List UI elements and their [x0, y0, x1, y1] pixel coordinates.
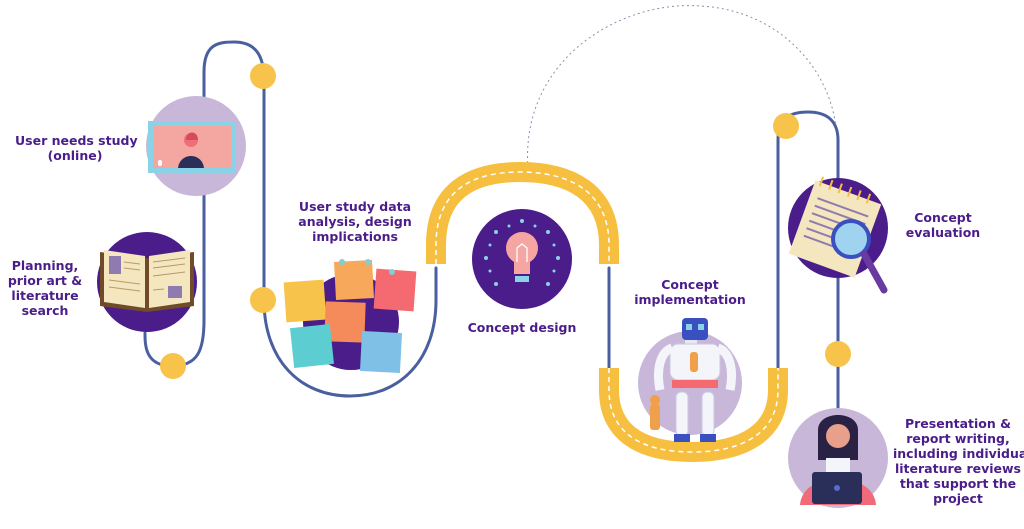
concept-implementation-u: [599, 368, 788, 463]
sticky-notes-icon: [283, 259, 417, 374]
label-user-needs: User needs study(online): [15, 133, 138, 163]
laptop-person-icon: [788, 408, 888, 508]
magnifier-notepad-icon: [788, 176, 888, 294]
node-4: [773, 113, 799, 139]
label-presentation: Presentation &report writing, including …: [893, 416, 1024, 506]
concept-design-arch: [426, 161, 619, 264]
node-1: [250, 63, 276, 89]
open-book-icon: [97, 232, 197, 332]
video-call-icon: [146, 96, 246, 196]
label-concept-design: Concept design: [467, 320, 577, 335]
lightbulb-icon: [472, 209, 572, 309]
node-2: [250, 287, 276, 313]
robot-icon: [638, 318, 742, 442]
path-nodes: [160, 63, 851, 379]
node-5: [825, 341, 851, 367]
node-3: [160, 353, 186, 379]
dotted-connector: [527, 5, 837, 169]
